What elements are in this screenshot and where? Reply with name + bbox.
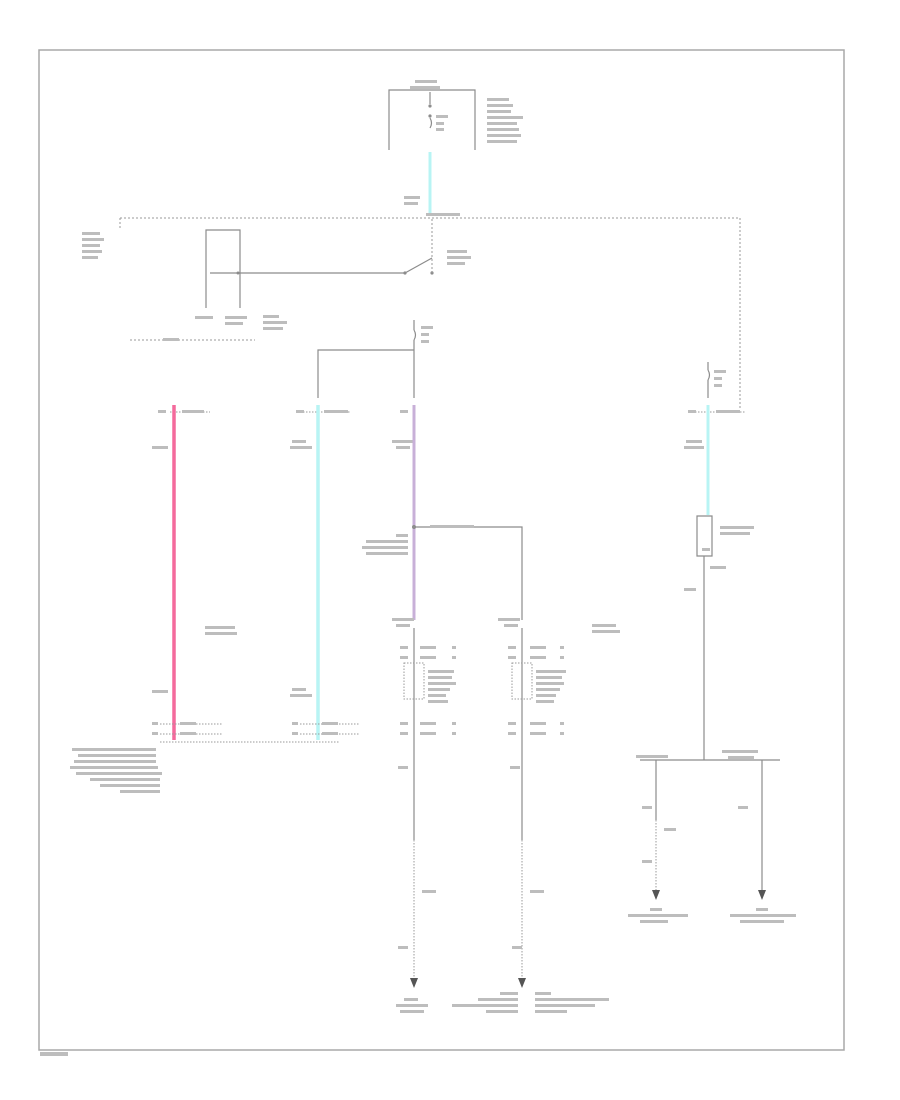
- power-bus: [119, 217, 741, 410]
- center-grounds: [396, 840, 609, 1013]
- fuse-3: [688, 362, 745, 413]
- footer-code-mark: [40, 1052, 68, 1056]
- right-wire-labels: [684, 440, 704, 449]
- relay-left: [392, 618, 456, 840]
- battery-fuse-block: [388, 80, 523, 150]
- switch-block: [82, 218, 471, 341]
- splice-branch: [414, 526, 523, 620]
- diagram-frame: [38, 49, 845, 1051]
- fuse-2: [413, 320, 433, 350]
- fuse-2-branch: [317, 349, 414, 398]
- left-wire-labels: [152, 440, 312, 697]
- center-splice-labels: [362, 525, 474, 555]
- left-connector-top: [158, 410, 350, 413]
- left-module: [70, 722, 360, 793]
- right-sensor: [684, 515, 754, 756]
- splice-labels-top: [404, 196, 460, 216]
- center-connector-top: [392, 410, 414, 449]
- right-splice: [628, 750, 796, 923]
- switch-block-labels: [82, 232, 471, 330]
- relay-right: [498, 618, 620, 840]
- fuse-block-labels: [410, 80, 523, 143]
